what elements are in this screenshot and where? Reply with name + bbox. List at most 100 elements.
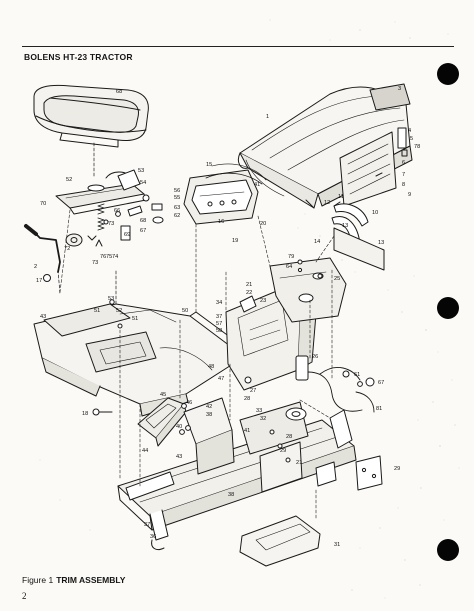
callout: 57	[216, 321, 222, 327]
caption-text: TRIM ASSEMBLY	[56, 575, 126, 585]
callout: 45	[160, 392, 166, 398]
callout: 73	[108, 221, 114, 227]
callout: 16	[218, 219, 224, 225]
callout: 51	[94, 308, 100, 314]
wiring-harness-part	[295, 355, 375, 413]
page-title: BOLENS HT-23 TRACTOR	[24, 52, 133, 62]
callout: 13	[342, 223, 348, 229]
callout: 43	[176, 454, 182, 460]
callout: 73	[92, 260, 98, 266]
callout: 52	[116, 308, 122, 314]
front-bumper-part	[125, 471, 175, 551]
side-panel-part	[331, 203, 385, 271]
callout: 58	[216, 328, 222, 334]
callout: 29	[394, 466, 400, 472]
callout: 76	[100, 254, 106, 260]
callout: 67	[140, 228, 146, 234]
callout: 47	[218, 376, 224, 382]
callout: 56	[174, 188, 180, 194]
callout: 4	[408, 128, 411, 134]
callout: 61	[354, 372, 360, 378]
callout: 53	[138, 168, 144, 174]
binder-hole-middle	[437, 297, 459, 319]
hardware-parts	[92, 172, 383, 463]
caption-prefix: Figure 1	[22, 575, 54, 585]
callout: 11	[338, 194, 344, 200]
binder-hole-top	[437, 63, 459, 85]
callout: 46	[186, 400, 192, 406]
callout: 1	[266, 114, 269, 120]
callout: 37	[144, 522, 150, 528]
callout: 29	[280, 448, 286, 454]
callout: 48	[208, 364, 214, 370]
callout: 68	[116, 89, 122, 95]
callout: 9	[408, 192, 411, 198]
callout: 31	[334, 542, 340, 548]
callout: 63	[174, 205, 180, 211]
callout: 68	[140, 218, 146, 224]
fender-pan-part	[33, 303, 237, 417]
callout: 15	[206, 162, 212, 168]
callout: 25	[334, 276, 340, 282]
callout: 8	[402, 182, 405, 188]
callout: 26	[312, 354, 318, 360]
callout: 28	[244, 396, 250, 402]
callout: 64	[286, 264, 292, 270]
callout: 19	[232, 238, 238, 244]
callout: 52	[66, 177, 72, 183]
callout: 79	[288, 254, 294, 260]
callout: 55	[174, 195, 180, 201]
callout: 67	[378, 380, 384, 386]
binder-hole-bottom	[437, 539, 459, 561]
callout: 17	[36, 278, 42, 284]
callout: 10	[372, 210, 378, 216]
callout: 23	[260, 298, 266, 304]
page-number: 2	[22, 591, 27, 601]
callout: 3	[398, 86, 401, 92]
callout: 34	[216, 300, 222, 306]
callout: 74	[112, 254, 118, 260]
callout: 54	[140, 180, 146, 186]
callout: 62	[174, 213, 180, 219]
callout: 78	[414, 144, 420, 150]
seat-support-part	[269, 257, 347, 323]
callout: 42	[206, 404, 212, 410]
callout: 44	[142, 448, 148, 454]
callout: 51	[132, 316, 138, 322]
bracket-plate-part	[355, 455, 383, 491]
callout: 69	[124, 232, 130, 238]
callout: 12	[324, 200, 330, 206]
callout: 2	[34, 264, 37, 270]
callout: 53	[108, 296, 114, 302]
callout: 36	[150, 534, 156, 540]
callout: 38	[228, 492, 234, 498]
header-rule	[22, 46, 454, 47]
steering-parts	[103, 169, 164, 225]
callout: 18	[82, 411, 88, 417]
callout: 28	[286, 434, 292, 440]
callout: 32	[260, 416, 266, 422]
callout: 40	[176, 424, 182, 430]
callout: 50	[182, 308, 188, 314]
callout: 66	[114, 208, 120, 214]
callout: 81	[376, 406, 382, 412]
callout: 75	[106, 254, 112, 260]
callout: 21	[296, 460, 302, 466]
callout: 33	[256, 408, 262, 414]
callout: 43	[40, 314, 46, 320]
callout: 37	[216, 314, 222, 320]
assembly-leader-lines	[59, 209, 335, 519]
callout: 13	[378, 240, 384, 246]
callout: 20	[260, 221, 266, 227]
callout: 41	[244, 428, 250, 434]
callout: 22	[246, 290, 252, 296]
callout: 70	[40, 201, 46, 207]
callout: 38	[206, 412, 212, 418]
dash-panel-part	[183, 163, 267, 225]
callout: 6	[402, 160, 405, 166]
callout: 5	[410, 136, 413, 142]
frame-part	[117, 376, 357, 531]
callout: 27	[250, 388, 256, 394]
